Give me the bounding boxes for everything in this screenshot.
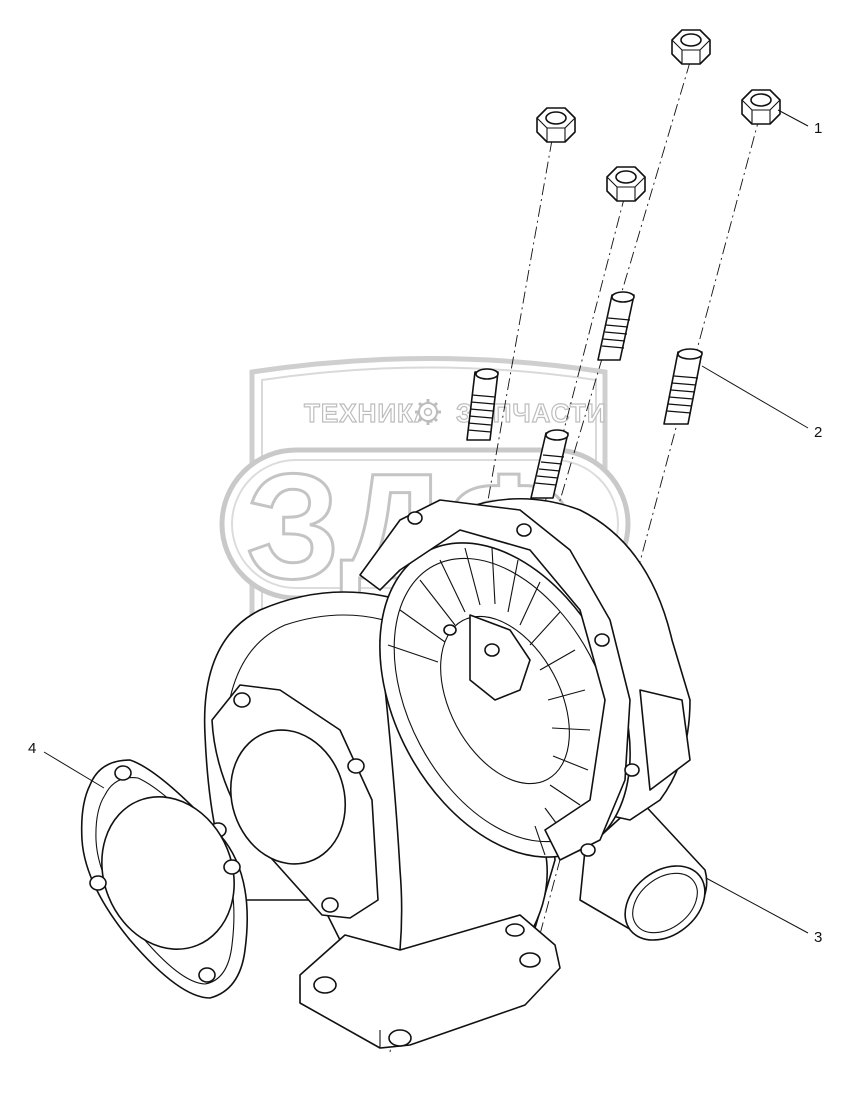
stud	[663, 348, 703, 425]
leader-line	[43, 751, 105, 789]
leader-line	[777, 109, 809, 127]
stud	[466, 368, 499, 441]
callout-1: 1	[814, 120, 822, 137]
leader-line	[701, 365, 809, 429]
nut	[606, 166, 646, 202]
callouts: 1 2 3 4	[28, 109, 822, 946]
leader-line	[705, 877, 809, 934]
gasket	[80, 759, 248, 999]
nut	[741, 89, 781, 125]
gear-icon	[415, 399, 441, 425]
studs	[466, 291, 703, 499]
nut	[536, 107, 576, 143]
turbine-housing	[203, 497, 708, 1049]
watermark-left-text: ТЕХНИКА	[304, 398, 434, 428]
callout-3: 3	[814, 929, 822, 946]
nuts	[536, 29, 781, 202]
stud	[597, 291, 635, 361]
callout-4: 4	[28, 740, 36, 757]
nut	[671, 29, 711, 65]
callout-2: 2	[814, 424, 822, 441]
stud	[530, 429, 569, 499]
